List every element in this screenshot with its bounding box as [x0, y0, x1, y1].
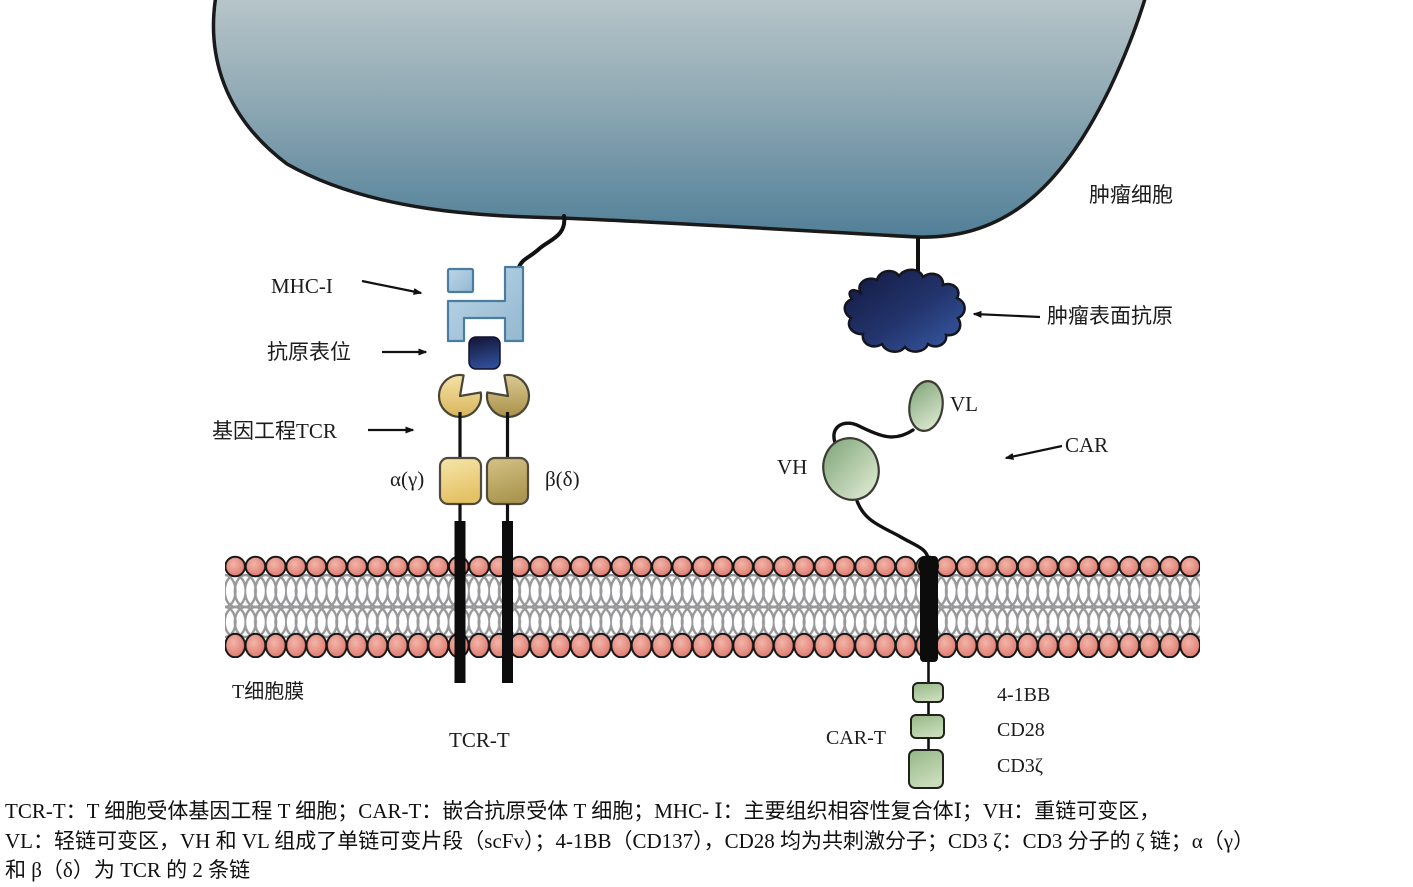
car-tm-bar [920, 556, 938, 662]
car-t-label: CAR-T [826, 727, 886, 749]
epitope-label: 抗原表位 [267, 340, 351, 364]
mhc-arrow [361, 279, 423, 295]
tcr-beta-box [485, 456, 530, 506]
vh-domain [822, 437, 880, 501]
costim-cd28-label: CD28 [997, 719, 1045, 741]
tcr-alpha-tm-bar [454, 521, 466, 683]
costim-cd3z-box [908, 749, 944, 789]
mhc-small-square [446, 267, 475, 294]
caption-line-2: VL：轻链可变区，VH 和 VL 组成了单链可变片段（scFv）；4-1BB（C… [5, 828, 1255, 853]
vh-label: VH [777, 455, 807, 479]
t-cell-membrane [225, 555, 1200, 658]
caption-line-3: 和 β（δ）为 TCR 的 2 条链 [5, 858, 251, 882]
car-label: CAR [1065, 433, 1108, 457]
figure-caption: TCR-T：T 细胞受体基因工程 T 细胞；CAR-T：嵌合抗原受体 T 细胞；… [5, 797, 1409, 886]
engineered-tcr-label: 基因工程TCR [212, 419, 337, 443]
car-arrow [1004, 444, 1063, 460]
costim-41bb-label: 4-1BB [997, 684, 1050, 706]
vl-domain [908, 380, 944, 432]
car-stalk-line [854, 496, 930, 560]
costim-41bb-box [912, 682, 944, 703]
alpha-chain-label: α(γ) [390, 467, 424, 491]
mhc-structure [446, 265, 525, 343]
mhc-h-shape [446, 265, 525, 343]
beta-chain-label: β(δ) [545, 467, 580, 491]
caption-line-1: TCR-T：T 细胞受体基因工程 T 细胞；CAR-T：嵌合抗原受体 T 细胞；… [5, 799, 1161, 823]
costim-cd28-box [910, 714, 945, 739]
mhc-tether-line [517, 214, 567, 269]
tcr-beta-head [485, 373, 531, 419]
tumor-cell-shape [211, 0, 1147, 239]
tcr-alpha-box [438, 456, 483, 506]
t-cell-membrane-label: T细胞膜 [232, 680, 304, 703]
epitope-shape [468, 336, 501, 370]
costim-cd3z-label: CD3ζ [997, 755, 1043, 777]
tumor-antigen-cloud [843, 268, 966, 353]
tumor-cell-label: 肿瘤细胞 [1089, 183, 1173, 207]
tcr-beta-tm-bar [502, 521, 513, 683]
vl-label: VL [950, 392, 978, 416]
scfv-linker-line [832, 421, 915, 449]
tumor-antigen-arrow [972, 310, 1041, 319]
tcr-t-label: TCR-T [449, 728, 510, 752]
tcr-alpha-head [437, 373, 483, 419]
mhc-label: MHC-I [271, 274, 333, 298]
tumor-antigen-label: 肿瘤表面抗原 [1047, 304, 1173, 328]
